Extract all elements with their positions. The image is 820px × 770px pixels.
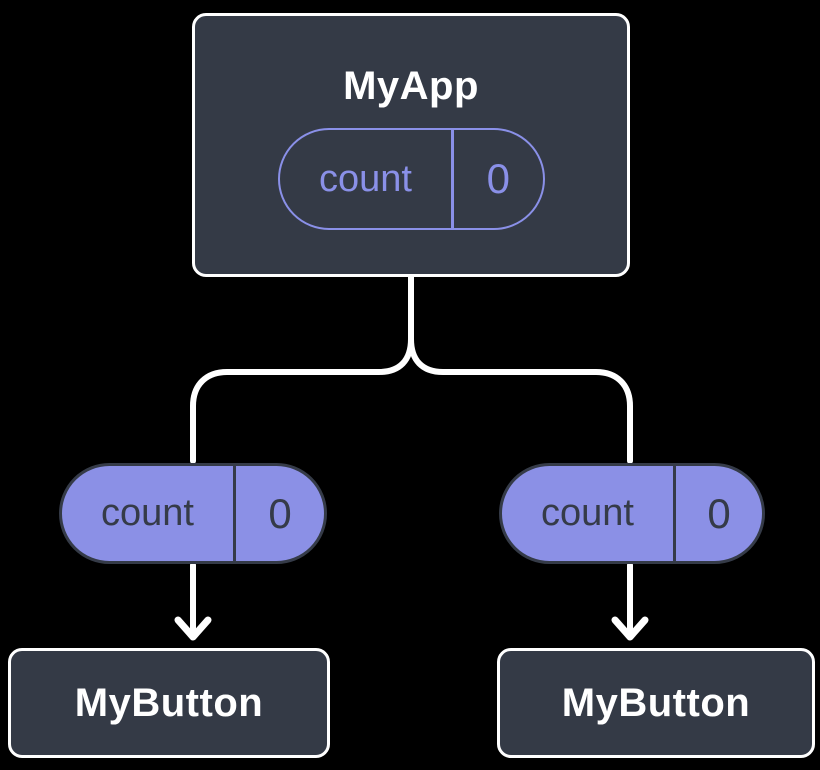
prop-pill-right-value: 0 [707, 489, 731, 537]
node-mybutton-left-title: MyButton [74, 681, 264, 725]
state-pill-root: count 0 [278, 128, 545, 230]
prop-pill-left-value: 0 [268, 489, 292, 537]
prop-pill-left: count 0 [59, 463, 327, 564]
prop-pill-left-key: count [101, 492, 194, 534]
prop-pill-left-divider [233, 466, 236, 561]
prop-pill-right-divider [673, 466, 676, 561]
connector-branch-right [408, 336, 633, 464]
prop-pill-right-key: count [541, 492, 634, 534]
arrow-down-icon [611, 616, 649, 641]
arrow-down-icon [174, 616, 212, 641]
node-mybutton-left: MyButton [8, 648, 330, 758]
state-pill-root-key: count [319, 157, 412, 200]
node-myapp: MyApp count 0 [192, 13, 630, 277]
prop-pill-right: count 0 [499, 463, 765, 564]
connector-branch-left [190, 336, 414, 464]
node-mybutton-right: MyButton [497, 648, 815, 758]
node-myapp-title: MyApp [343, 64, 479, 108]
node-mybutton-right-title: MyButton [561, 681, 751, 725]
state-pill-root-divider [451, 130, 454, 228]
state-pill-root-value: 0 [486, 155, 510, 202]
